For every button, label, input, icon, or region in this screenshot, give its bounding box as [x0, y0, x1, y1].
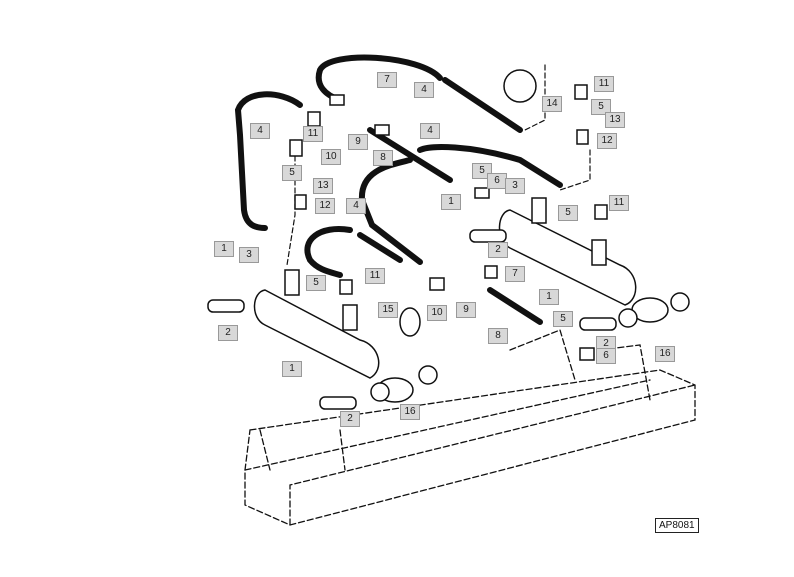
cylinder-right [498, 209, 637, 306]
hose [442, 77, 523, 133]
callout-label: 10 [427, 305, 447, 321]
callout-label: 4 [346, 198, 366, 214]
callout-label: 5 [553, 311, 573, 327]
hose [315, 54, 443, 103]
cylinder-left [253, 289, 380, 379]
callout-label: 5 [306, 275, 326, 291]
callout-label: 1 [214, 241, 234, 257]
callout-label: 11 [609, 195, 629, 211]
hose [358, 157, 423, 265]
callout-label: 2 [218, 325, 238, 341]
callout-label: 5 [282, 165, 302, 181]
callout-label: 16 [655, 346, 675, 362]
callout-label: 11 [365, 268, 385, 284]
hose [304, 226, 353, 278]
callout-label: 15 [378, 302, 398, 318]
callout-label: 6 [487, 173, 507, 189]
callout-label: 4 [414, 82, 434, 98]
callout-label: 1 [282, 361, 302, 377]
callout-label: 3 [239, 247, 259, 263]
callout-label: 11 [594, 76, 614, 92]
callout-label: 12 [597, 133, 617, 149]
hose [487, 287, 543, 325]
callout-label: 8 [373, 150, 393, 166]
callout-label: 9 [456, 302, 476, 318]
callout-label: 2 [488, 242, 508, 258]
callout-label: 11 [303, 126, 323, 142]
callout-label: 3 [505, 178, 525, 194]
frame [244, 369, 696, 526]
callout-label: 1 [539, 289, 559, 305]
callout-label: 10 [321, 149, 341, 165]
figure-reference: AP8081 [655, 518, 699, 533]
callout-label: 6 [596, 348, 616, 364]
callout-label: 4 [250, 123, 270, 139]
callout-label: 16 [400, 404, 420, 420]
callout-label: 1 [441, 194, 461, 210]
hose [234, 91, 303, 231]
hose [367, 127, 453, 183]
callout-label: 5 [591, 99, 611, 115]
callout-label: 2 [340, 411, 360, 427]
callout-label: 4 [420, 123, 440, 139]
callout-label: 14 [542, 96, 562, 112]
callout-label: 13 [605, 112, 625, 128]
hose [417, 144, 563, 188]
callout-label: 5 [558, 205, 578, 221]
callout-label: 12 [315, 198, 335, 214]
callout-label: 8 [488, 328, 508, 344]
hose [357, 232, 403, 263]
callout-label: 7 [377, 72, 397, 88]
callout-label: 9 [348, 134, 368, 150]
callout-label: 7 [505, 266, 525, 282]
callout-label: 13 [313, 178, 333, 194]
